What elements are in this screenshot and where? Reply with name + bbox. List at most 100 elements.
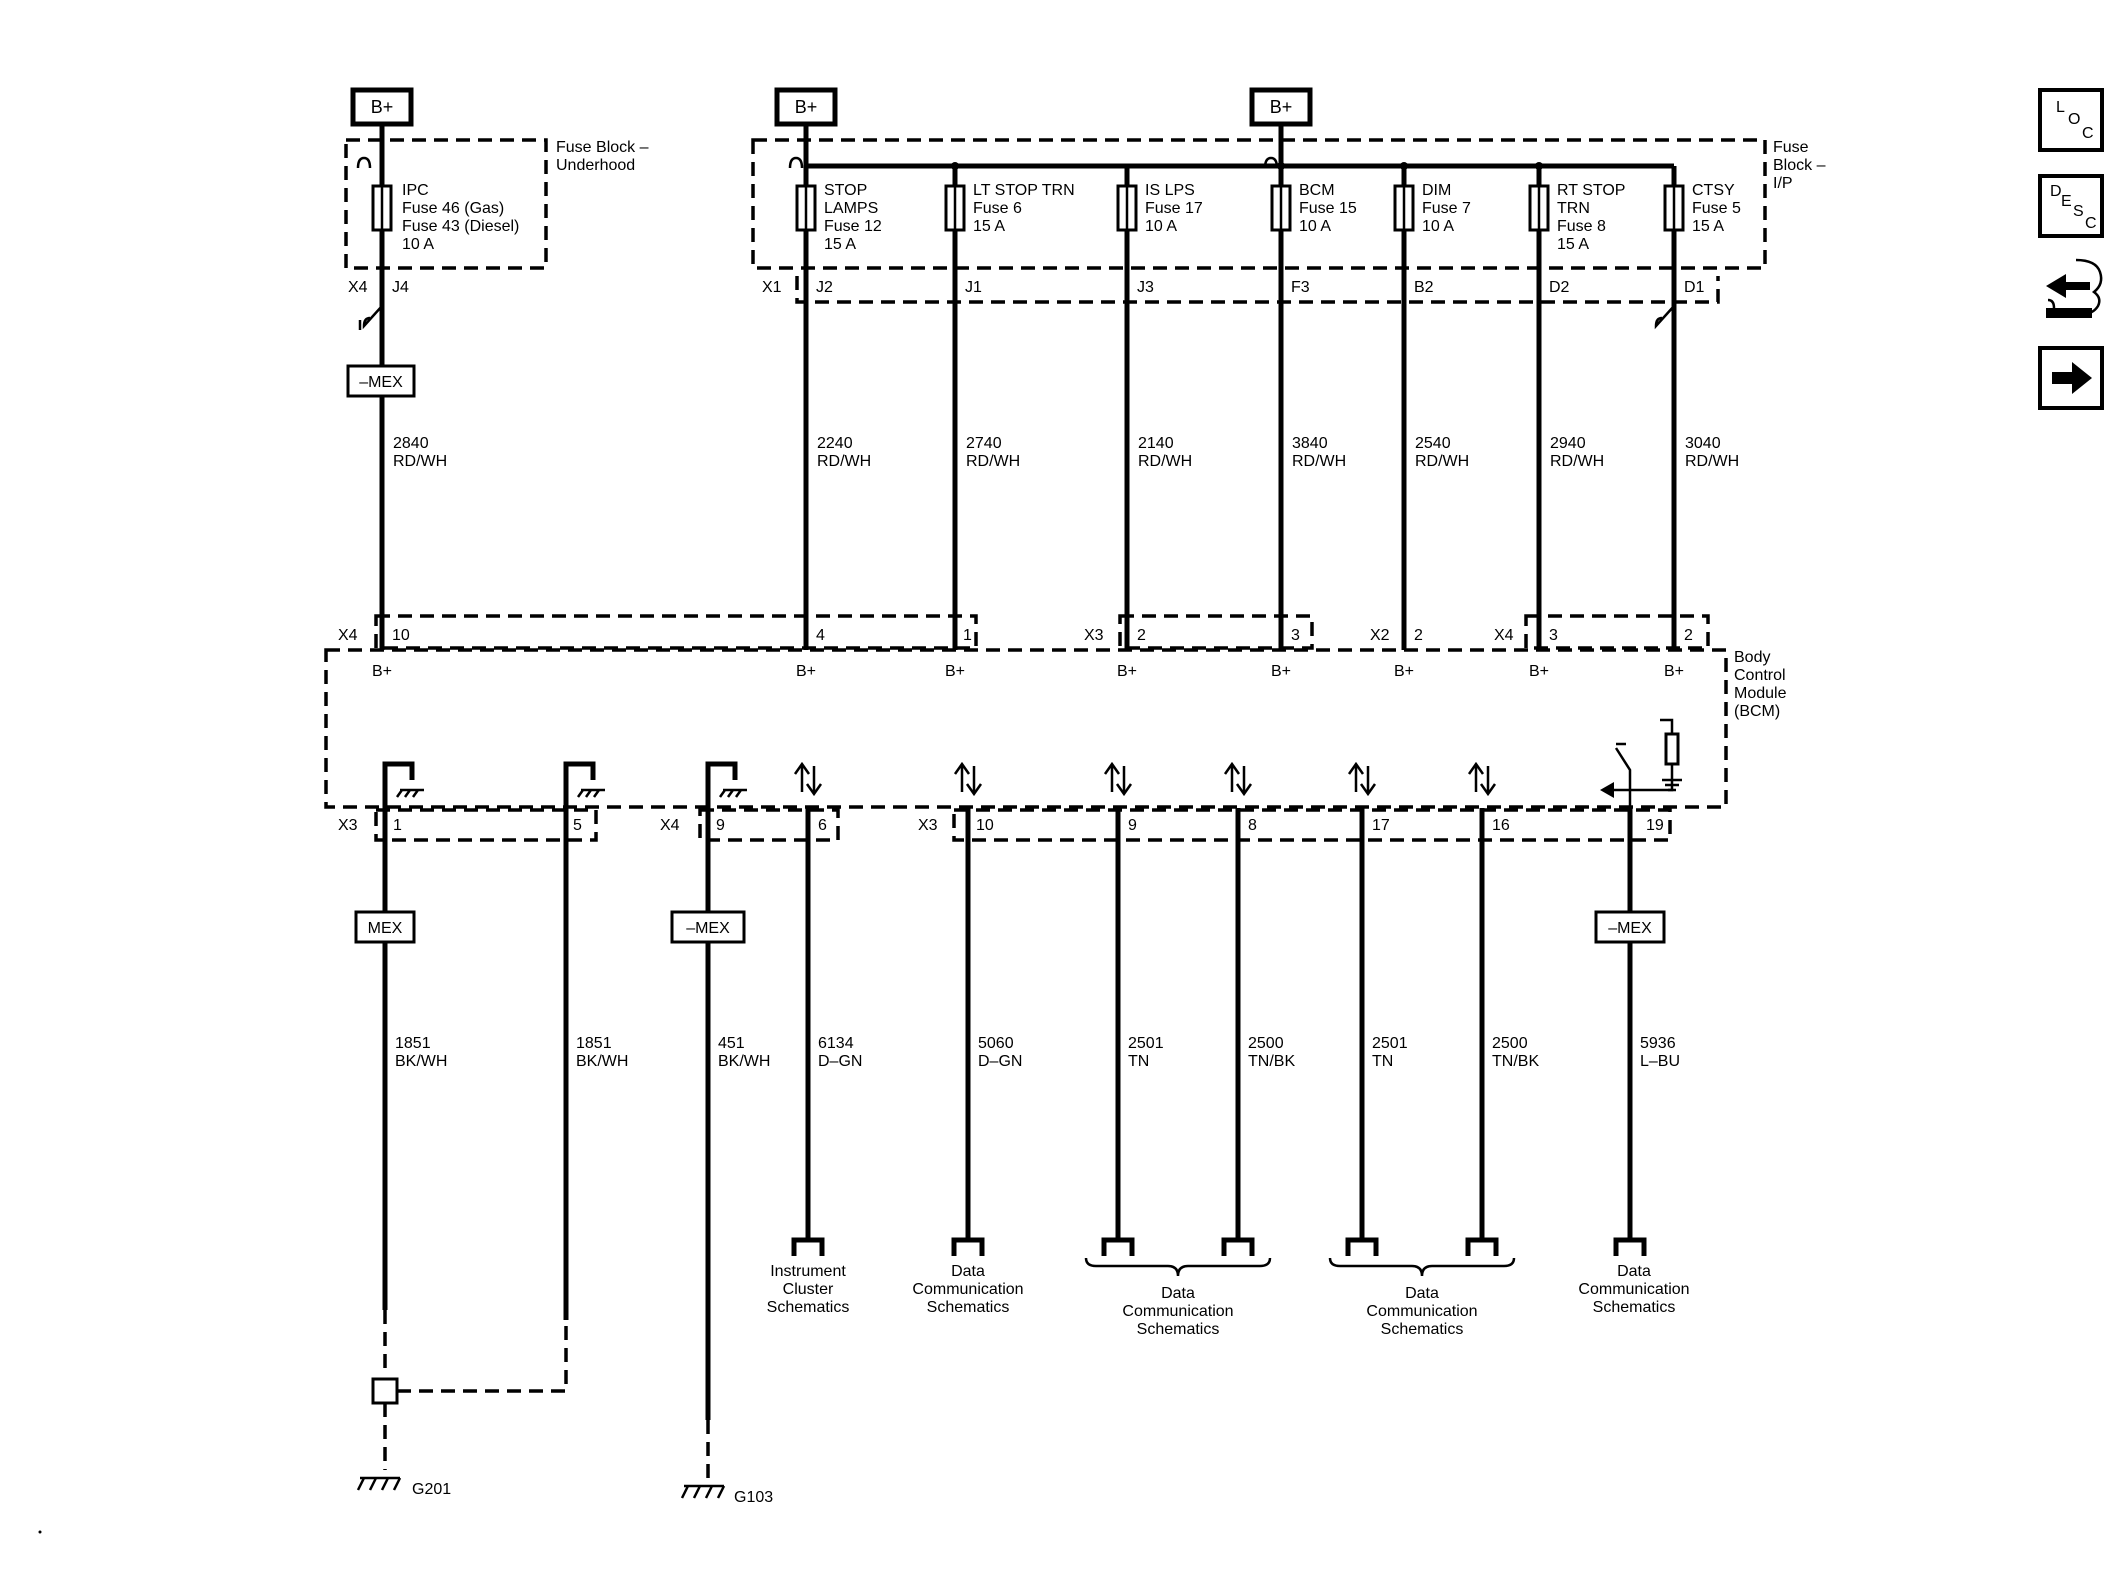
svg-text:2: 2 <box>1137 627 1146 644</box>
svg-text:BK/WH: BK/WH <box>718 1053 770 1070</box>
svg-text:2501: 2501 <box>1128 1035 1164 1052</box>
svg-text:E: E <box>2061 193 2072 210</box>
svg-text:10 A: 10 A <box>1145 218 1177 235</box>
svg-text:15 A: 15 A <box>973 218 1005 235</box>
svg-text:Fuse 17: Fuse 17 <box>1145 200 1203 217</box>
bidirectional-arrow-icon-8 <box>1223 761 1253 797</box>
svg-text:Data: Data <box>1161 1285 1195 1302</box>
pin-j3: J3 <box>1137 279 1154 296</box>
svg-text:2740: 2740 <box>966 435 1002 452</box>
connector-icon[interactable] <box>2046 258 2103 318</box>
svg-text:2540: 2540 <box>1415 435 1451 452</box>
fuse-ipc: IPC Fuse 46 (Gas) Fuse 43 (Diesel) 10 A <box>371 140 519 268</box>
svg-text:10: 10 <box>392 627 410 644</box>
svg-text:6134: 6134 <box>818 1035 854 1052</box>
svg-text:2840: 2840 <box>393 435 429 452</box>
svg-text:B+: B+ <box>371 97 394 117</box>
svg-text:RD/WH: RD/WH <box>1292 453 1346 470</box>
svg-text:TN/BK: TN/BK <box>1492 1053 1539 1070</box>
svg-text:CTSY: CTSY <box>1692 182 1735 199</box>
svg-text:2140: 2140 <box>1138 435 1174 452</box>
bcm-connector-x2-top: X2 <box>1370 627 1390 644</box>
svg-text:LAMPS: LAMPS <box>824 200 878 217</box>
svg-text:5060: 5060 <box>978 1035 1014 1052</box>
pin-b2: B2 <box>1414 279 1434 296</box>
svg-text:S: S <box>2073 203 2084 220</box>
svg-text:15 A: 15 A <box>1692 218 1724 235</box>
svg-text:Schematics: Schematics <box>1593 1299 1676 1316</box>
svg-text:1851: 1851 <box>576 1035 612 1052</box>
pin-f3: F3 <box>1291 279 1310 296</box>
svg-text:STOP: STOP <box>824 182 867 199</box>
connector-x1-ip: X1 <box>762 279 782 296</box>
svg-text:Fuse 8: Fuse 8 <box>1557 218 1606 235</box>
description-icon[interactable]: D E S C <box>2038 174 2104 238</box>
fuse-block-ip-title: Fuse <box>1773 139 1809 156</box>
svg-text:Fuse 5: Fuse 5 <box>1692 200 1741 217</box>
svg-text:RT STOP: RT STOP <box>1557 182 1625 199</box>
svg-text:TN: TN <box>1372 1053 1393 1070</box>
svg-text:B+: B+ <box>1270 97 1293 117</box>
location-icon[interactable]: L O C <box>2038 88 2104 152</box>
svg-text:MEX: MEX <box>368 920 403 937</box>
svg-text:Fuse 15: Fuse 15 <box>1299 200 1357 217</box>
svg-text:Fuse 6: Fuse 6 <box>973 200 1022 217</box>
inline-neg-mex-upper: –MEX <box>346 364 416 398</box>
svg-text:Block –: Block – <box>1773 157 1826 174</box>
destination-data-communication-3: Data Communication Schematics <box>1366 1285 1477 1338</box>
svg-text:2500: 2500 <box>1248 1035 1284 1052</box>
bcm-ground-icon-1 <box>382 761 424 808</box>
svg-text:10 A: 10 A <box>402 236 434 253</box>
svg-text:RD/WH: RD/WH <box>393 453 447 470</box>
svg-text:BK/WH: BK/WH <box>576 1053 628 1070</box>
svg-text:LT STOP TRN: LT STOP TRN <box>973 182 1075 199</box>
body-control-module <box>324 648 1728 809</box>
svg-text:Body: Body <box>1734 649 1770 666</box>
svg-text:G201: G201 <box>412 1481 451 1498</box>
svg-text:Data: Data <box>951 1263 985 1280</box>
bcm-connector-x4-bottom: X4 <box>660 817 680 834</box>
bcm-connector-x3b-bottom: X3 <box>918 817 938 834</box>
ground-g201-icon: G201 <box>356 1476 451 1498</box>
svg-text:D: D <box>2050 183 2062 200</box>
svg-text:C: C <box>2082 125 2094 142</box>
fuse-block-ip <box>751 138 1767 270</box>
svg-text:3: 3 <box>1291 627 1300 644</box>
fuse-block-underhood-title: Fuse Block – <box>556 139 649 156</box>
svg-text:TN/BK: TN/BK <box>1248 1053 1295 1070</box>
svg-text:RD/WH: RD/WH <box>966 453 1020 470</box>
inline-neg-mex-lower-2: –MEX <box>1594 910 1666 944</box>
svg-text:B+: B+ <box>1394 663 1414 680</box>
svg-text:B+: B+ <box>795 97 818 117</box>
destination-instrument-cluster: Instrument Cluster Schematics <box>767 1263 850 1316</box>
svg-text:Control: Control <box>1734 667 1786 684</box>
fuse-block-underhood <box>344 138 548 270</box>
svg-text:Schematics: Schematics <box>927 1299 1010 1316</box>
bcm-connector-x4b-top: X4 <box>1494 627 1514 644</box>
bidirectional-arrow-icon-10 <box>953 761 983 797</box>
svg-text:Communication: Communication <box>912 1281 1023 1298</box>
bcm-switch-icon <box>1600 718 1682 808</box>
pin-d2: D2 <box>1549 279 1570 296</box>
svg-text:RD/WH: RD/WH <box>1138 453 1192 470</box>
next-page-icon[interactable] <box>2038 346 2104 410</box>
bidirectional-arrow-icon-6 <box>793 761 823 797</box>
svg-text:Communication: Communication <box>1366 1303 1477 1320</box>
svg-text:B+: B+ <box>372 663 392 680</box>
destination-data-communication-2: Data Communication Schematics <box>1122 1285 1233 1338</box>
svg-text:B+: B+ <box>1271 663 1291 680</box>
svg-text:BK/WH: BK/WH <box>395 1053 447 1070</box>
svg-text:Underhood: Underhood <box>556 157 635 174</box>
svg-text:2: 2 <box>1684 627 1693 644</box>
svg-text:Communication: Communication <box>1578 1281 1689 1298</box>
